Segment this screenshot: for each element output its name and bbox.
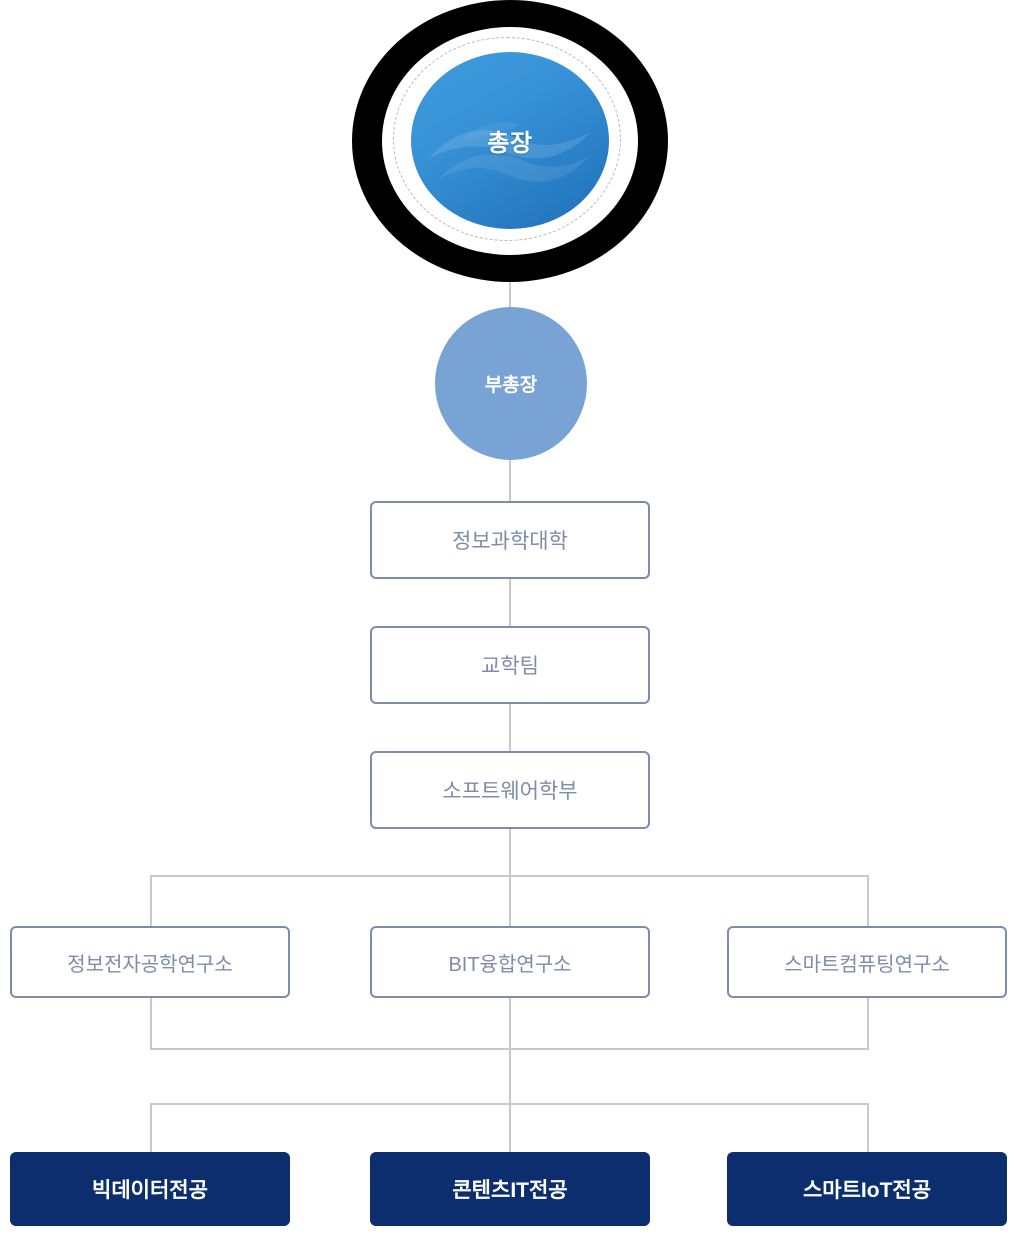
connector-vice-to-college (509, 455, 511, 501)
president-dashed-ring (393, 37, 621, 241)
institute-bit-label: BIT융합연구소 (448, 953, 572, 976)
node-college[interactable]: 정보과학대학 (370, 501, 650, 579)
connector-institute-mid-down (509, 998, 511, 1049)
connector-majors-drop-right (867, 1103, 869, 1153)
node-major-smart-iot[interactable]: 스마트IoT전공 (727, 1152, 1007, 1226)
connector-majors-drop-left (150, 1103, 152, 1153)
node-institute-bit[interactable]: BIT융합연구소 (370, 926, 650, 998)
connector-merge-to-majors (509, 1048, 511, 1104)
connector-college-to-team (509, 574, 511, 626)
connector-team-to-department (509, 699, 511, 751)
node-major-contents-it[interactable]: 콘텐츠IT전공 (370, 1152, 650, 1226)
connector-institutes-drop-right (867, 875, 869, 927)
major-contents-it-label: 콘텐츠IT전공 (452, 1179, 568, 1202)
president-label: 총장 (487, 130, 533, 157)
institute-smart-computing-label: 스마트컴퓨팅연구소 (784, 953, 950, 976)
connector-majors-drop-mid (509, 1103, 511, 1153)
academic-team-label: 교학팀 (481, 655, 539, 678)
college-label: 정보과학대학 (452, 530, 568, 553)
node-institute-electronics[interactable]: 정보전자공학연구소 (10, 926, 290, 998)
connector-institutes-drop-left (150, 875, 152, 927)
node-vice-president[interactable]: 부총장 (435, 307, 587, 460)
software-department-label: 소프트웨어학부 (442, 780, 578, 803)
major-smart-iot-label: 스마트IoT전공 (802, 1179, 932, 1202)
vice-president-label: 부총장 (484, 375, 538, 396)
connector-institute-left-down (150, 998, 152, 1049)
node-major-bigdata[interactable]: 빅데이터전공 (10, 1152, 290, 1226)
node-institute-smart-computing[interactable]: 스마트컴퓨팅연구소 (727, 926, 1007, 998)
connector-institutes-drop-mid (509, 875, 511, 927)
connector-department-down (509, 824, 511, 876)
connector-president-to-vice (509, 270, 511, 312)
node-software-department[interactable]: 소프트웨어학부 (370, 751, 650, 829)
president-disc: 총장 (411, 52, 609, 229)
major-bigdata-label: 빅데이터전공 (92, 1179, 208, 1202)
node-president[interactable]: 총장 (352, 0, 668, 282)
institute-electronics-label: 정보전자공학연구소 (67, 953, 233, 976)
connector-institute-right-down (867, 998, 869, 1049)
node-academic-team[interactable]: 교학팀 (370, 626, 650, 704)
